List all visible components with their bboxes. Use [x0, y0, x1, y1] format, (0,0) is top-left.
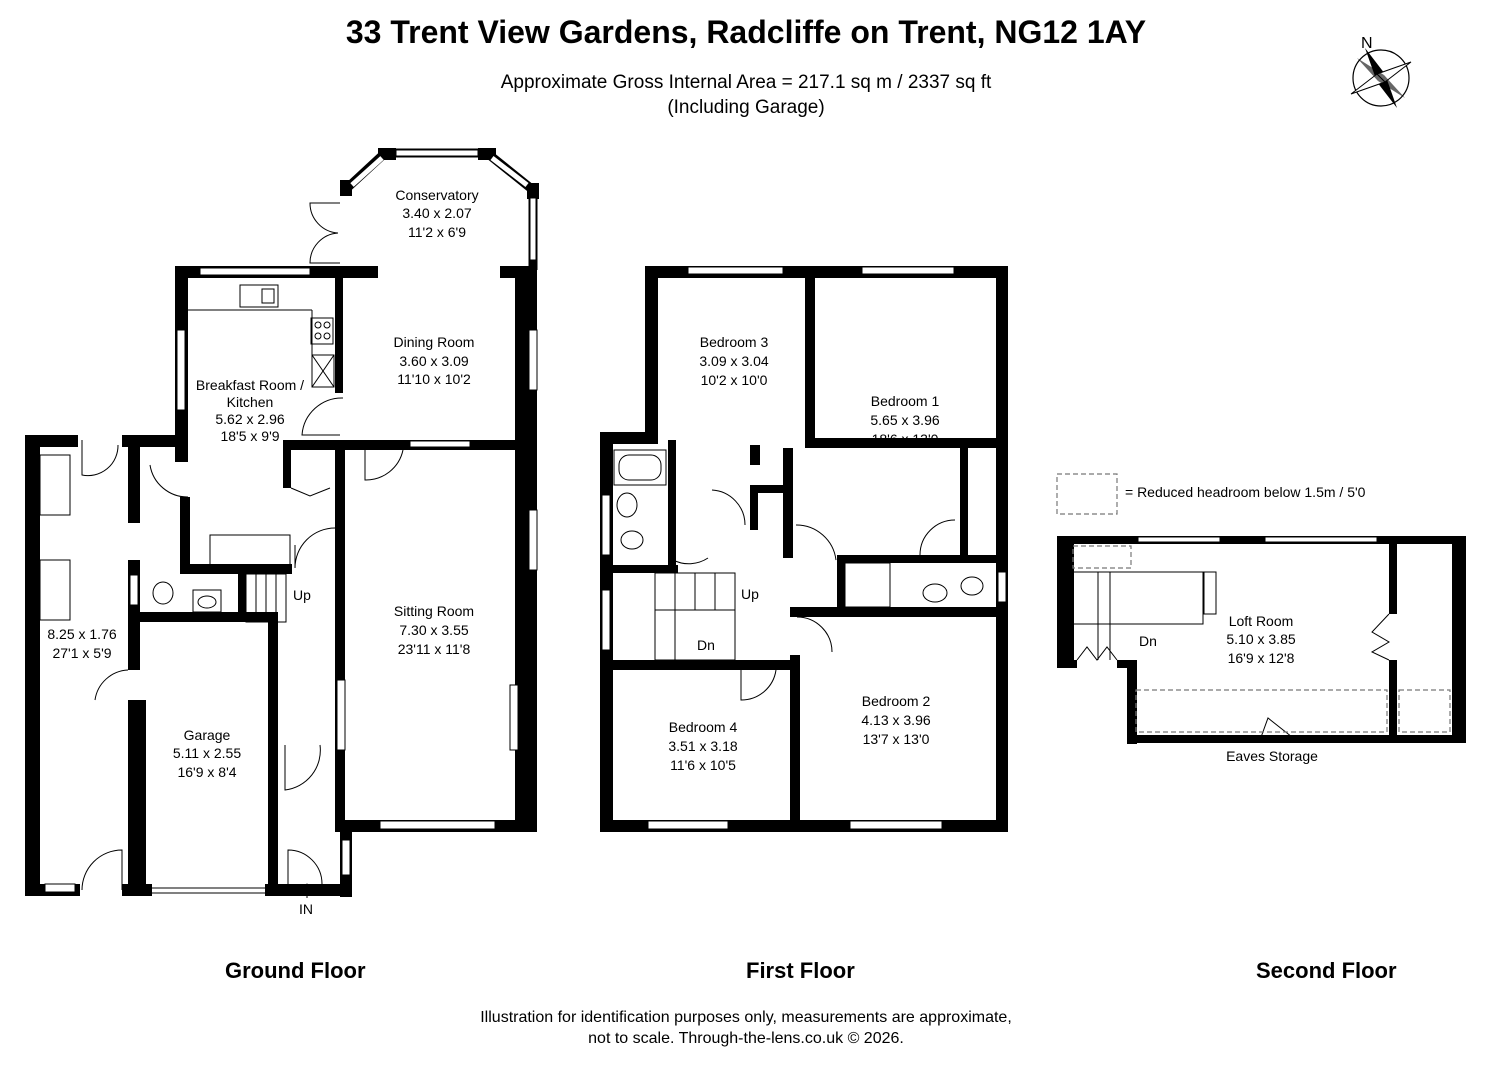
room-imperial-bedroom2: 13'7 x 13'0: [863, 731, 930, 747]
ground-floor-plan: Conservatory 3.40 x 2.07 11'2 x 6'9 Dini…: [25, 148, 539, 917]
first-floor-label: First Floor: [746, 958, 855, 983]
room-metric-conservatory: 3.40 x 2.07: [402, 205, 471, 221]
room-name-conservatory: Conservatory: [395, 187, 478, 203]
entrance-arrow-icon: [301, 883, 313, 898]
room-imperial-garage: 16'9 x 8'4: [177, 764, 236, 780]
room-imperial-bedroom1: 18'6 x 13'0: [872, 431, 939, 447]
headroom-legend-text: = Reduced headroom below 1.5m / 5'0: [1125, 484, 1366, 500]
room-imperial-bedroom4: 11'6 x 10'5: [670, 757, 736, 773]
headroom-legend-swatch: [1056, 473, 1118, 515]
room-name-kitchen: Breakfast Room /: [196, 377, 304, 393]
room-imperial-dining: 11'10 x 10'2: [397, 371, 471, 387]
entrance-label: IN: [299, 901, 313, 917]
room-name-garage: Garage: [184, 727, 231, 743]
room-name-bedroom3: Bedroom 3: [700, 334, 769, 350]
room-name-sitting: Sitting Room: [394, 603, 474, 619]
room-metric-bedroom2: 4.13 x 3.96: [861, 712, 930, 728]
room-name2-kitchen: Kitchen: [227, 394, 274, 410]
eaves-storage-label: Eaves Storage: [1226, 748, 1318, 764]
room-name-loft: Loft Room: [1229, 613, 1294, 629]
room-imperial-conservatory: 11'2 x 6'9: [408, 224, 466, 240]
compass-rose-icon: [1350, 48, 1412, 108]
second-floor-plan: = Reduced headroom below 1.5m / 5'0 Loft…: [1056, 473, 1466, 764]
disclaimer-line-1: Illustration for identification purposes…: [480, 1009, 1012, 1026]
room-metric-loft: 5.10 x 3.85: [1226, 631, 1295, 647]
room-name-bedroom2: Bedroom 2: [862, 693, 931, 709]
room-metric-bedroom4: 3.51 x 3.18: [668, 738, 737, 754]
room-metric-sitting: 7.30 x 3.55: [399, 622, 468, 638]
room-imperial-bedroom3: 10'2 x 10'0: [701, 372, 768, 388]
stairs-up-label: Up: [293, 587, 311, 603]
room-imperial-sitting: 23'11 x 11'8: [398, 641, 471, 657]
area-note: (Including Garage): [667, 97, 825, 118]
gross-area: Approximate Gross Internal Area = 217.1 …: [500, 72, 992, 93]
room-metric-garage: 5.11 x 2.55: [173, 745, 241, 761]
ground-floor-label: Ground Floor: [225, 958, 366, 983]
room-name-dining: Dining Room: [394, 334, 475, 350]
room-metric-dining: 3.60 x 3.09: [399, 353, 468, 369]
first-floor-plan: Bedroom 3 3.09 x 3.04 10'2 x 10'0 Bedroo…: [600, 266, 1008, 832]
room-imperial-loft: 16'9 x 12'8: [1228, 650, 1295, 666]
room-metric-bedroom3: 3.09 x 3.04: [699, 353, 768, 369]
stairs-down-label: Dn: [1139, 633, 1157, 649]
room-name-bedroom1: Bedroom 1: [871, 393, 940, 409]
room-metric-bedroom1: 5.65 x 3.96: [870, 412, 939, 428]
stairs-down-label: Dn: [697, 637, 715, 653]
room-metric-passage: 8.25 x 1.76: [47, 626, 116, 642]
room-name-bedroom4: Bedroom 4: [669, 719, 738, 735]
room-metric-kitchen: 5.62 x 2.96: [215, 411, 284, 427]
room-imperial-kitchen: 18'5 x 9'9: [220, 428, 279, 444]
second-floor-label: Second Floor: [1256, 958, 1397, 983]
disclaimer-line-2: not to scale. Through-the-lens.co.uk © 2…: [588, 1030, 904, 1047]
plan-title: 33 Trent View Gardens, Radcliffe on Tren…: [345, 14, 1147, 50]
room-imperial-passage: 27'1 x 5'9: [52, 645, 111, 661]
stairs-up-label: Up: [741, 586, 759, 602]
compass-north-label: N: [1361, 35, 1373, 52]
